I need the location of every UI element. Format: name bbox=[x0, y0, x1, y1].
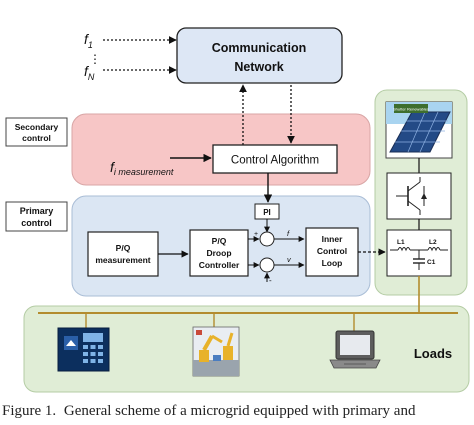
droop-line3: Controller bbox=[199, 260, 240, 270]
solar-label: Shutter Renewables bbox=[393, 107, 429, 112]
lc-filter bbox=[386, 229, 452, 277]
caption-label: Figure 1. bbox=[2, 403, 57, 419]
filter-l1: L1 bbox=[397, 239, 405, 246]
transistor-icon bbox=[386, 172, 452, 220]
signal-v-label: v bbox=[287, 255, 292, 264]
secondary-label-line1: Secondary bbox=[15, 122, 59, 132]
loads-label: Loads bbox=[414, 346, 452, 361]
input-dots: ⋮ bbox=[89, 52, 101, 66]
inner-line3: Loop bbox=[322, 258, 343, 268]
caption-text: General scheme of a microgrid equipped w… bbox=[63, 403, 416, 419]
droop-line2: Droop bbox=[206, 248, 231, 258]
inner-line2: Control bbox=[317, 246, 347, 256]
network-line2: Network bbox=[234, 60, 283, 74]
pq-measurement-box bbox=[87, 231, 159, 277]
secondary-control-label-box bbox=[5, 117, 68, 147]
loads-region bbox=[23, 305, 470, 393]
control-algorithm-label: Control Algorithm bbox=[231, 155, 319, 167]
figure-caption: Figure 1. General scheme of a microgrid … bbox=[2, 403, 474, 425]
primary-control-label-box bbox=[5, 201, 68, 232]
filter-l2: L2 bbox=[429, 239, 437, 246]
smart-meter-icon bbox=[57, 327, 110, 372]
droop-line1: P/Q bbox=[212, 236, 227, 246]
filter-c1: C1 bbox=[427, 259, 436, 266]
inner-line1: Inner bbox=[322, 234, 343, 244]
network-line1: Communication bbox=[212, 41, 306, 55]
industrial-robot-icon bbox=[192, 326, 240, 377]
sum1-plus: + bbox=[254, 231, 258, 238]
pq-measurement-line2: measurement bbox=[95, 255, 150, 265]
secondary-label-line2: control bbox=[22, 133, 51, 143]
control-algorithm-box bbox=[212, 144, 338, 174]
input-f1: f1 bbox=[84, 31, 93, 50]
input-fN: fN bbox=[84, 63, 95, 82]
droop-controller-box bbox=[189, 229, 249, 277]
pq-measurement-line1: P/Q bbox=[116, 243, 131, 253]
solar-panel-icon bbox=[385, 101, 453, 159]
inner-control-loop-box bbox=[305, 227, 359, 277]
measurement-label: fi measurement bbox=[110, 159, 174, 177]
signal-f-label: f bbox=[287, 229, 290, 238]
pi-label: PI bbox=[263, 208, 271, 217]
primary-label-line2: control bbox=[21, 218, 52, 228]
laptop-icon bbox=[329, 330, 381, 369]
sum2-minus: - bbox=[269, 276, 272, 285]
communication-network-box bbox=[176, 27, 343, 84]
sum-junction-f bbox=[259, 231, 275, 247]
primary-label-line1: Primary bbox=[20, 206, 54, 216]
sum-junction-v bbox=[259, 257, 275, 273]
